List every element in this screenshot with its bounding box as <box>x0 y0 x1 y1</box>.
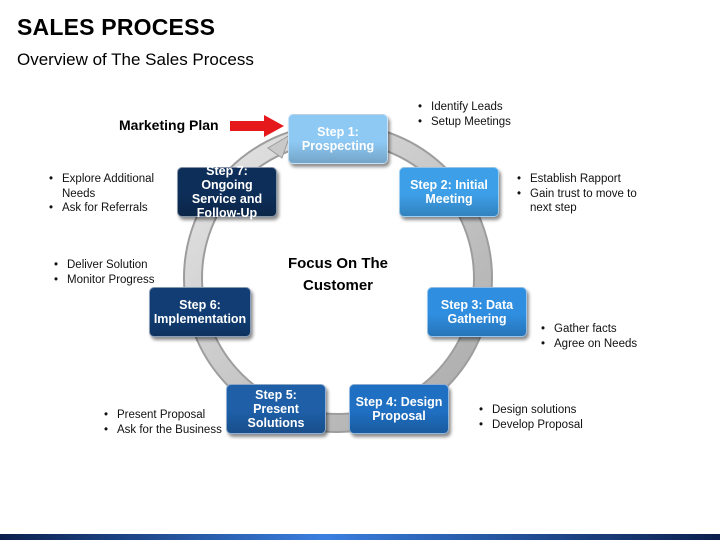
center-focus-line1: Focus On The <box>287 255 388 272</box>
step-4-design-proposal: Step 4: Design Proposal <box>349 384 449 434</box>
center-focus-text: Focus On The Customer <box>268 253 408 297</box>
list-item: Monitor Progress <box>52 273 182 288</box>
list-item: Deliver Solution <box>52 258 182 273</box>
list-item: Agree on Needs <box>539 337 659 352</box>
step-3-bullets: Gather facts Agree on Needs <box>539 322 659 351</box>
step-2-bullets: Establish Rapport Gain trust to move to … <box>515 172 655 216</box>
marketing-plan-arrow-icon <box>230 115 284 137</box>
step-6-implementation: Step 6: Implementation <box>149 287 251 337</box>
list-item: Ask for the Business <box>102 423 232 438</box>
list-item: Identify Leads <box>416 100 556 115</box>
list-item: Present Proposal <box>102 408 232 423</box>
center-focus-line2: Customer <box>302 277 373 294</box>
marketing-plan-label: Marketing Plan <box>119 117 219 133</box>
step-7-ongoing-service: Step 7: Ongoing Service and Follow-Up <box>177 164 277 220</box>
step-4-bullets: Design solutions Develop Proposal <box>477 403 607 432</box>
list-item: Establish Rapport <box>515 172 655 187</box>
step-5-present-solutions: Step 5: Present Solutions <box>226 384 326 434</box>
step-2-initial-meeting: Step 2: Initial Meeting <box>399 167 499 217</box>
list-item: Explore Additional Needs <box>47 172 162 201</box>
list-item: Gain trust to move to next step <box>515 187 655 216</box>
list-item: Develop Proposal <box>477 418 607 433</box>
footer-bar <box>0 534 720 540</box>
step-3-data-gathering: Step 3: Data Gathering <box>427 287 527 337</box>
step-6-bullets: Deliver Solution Monitor Progress <box>52 258 182 287</box>
page-subtitle: Overview of The Sales Process <box>17 50 254 69</box>
step-7-bullets: Explore Additional Needs Ask for Referra… <box>47 172 162 216</box>
step-1-bullets: Identify Leads Setup Meetings <box>416 100 556 129</box>
page-title: SALES PROCESS <box>17 14 216 40</box>
step-1-prospecting: Step 1: Prospecting <box>288 114 388 164</box>
list-item: Ask for Referrals <box>47 201 162 216</box>
list-item: Gather facts <box>539 322 659 337</box>
step-5-bullets: Present Proposal Ask for the Business <box>102 408 232 437</box>
list-item: Setup Meetings <box>416 115 556 130</box>
list-item: Design solutions <box>477 403 607 418</box>
